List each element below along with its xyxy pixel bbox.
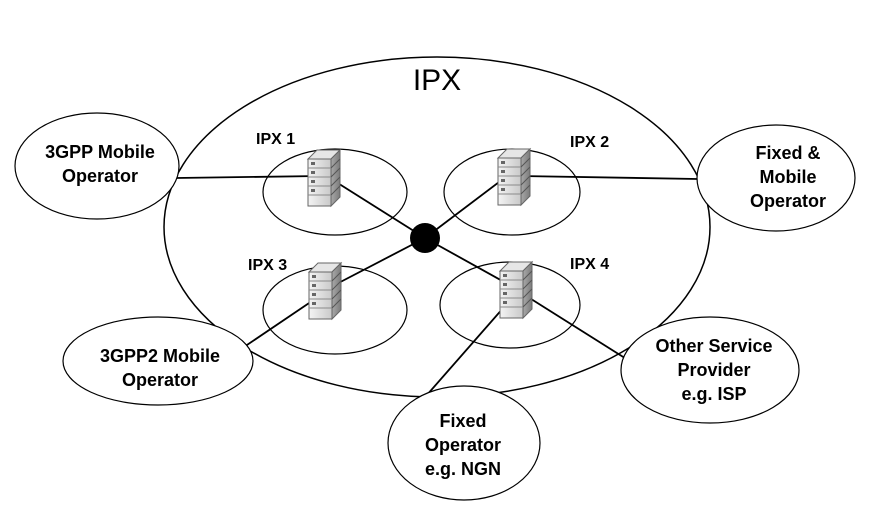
other-provider-label: Other Service Provider e.g. ISP (655, 334, 772, 406)
3gpp2-operator-label: 3GPP2 Mobile Operator (100, 344, 220, 392)
ipx1-label: IPX 1 (256, 131, 296, 148)
ipx4-label: IPX 4 (570, 256, 610, 273)
server-icon-ipx1 (307, 149, 341, 207)
3gpp-operator-line1: 3GPP Mobile (45, 142, 155, 162)
other-provider-line2: Provider (677, 360, 751, 380)
ipx3-label: IPX 3 (248, 257, 288, 274)
3gpp-operator-label: 3GPP Mobile Operator (45, 140, 155, 188)
fixed-operator-label: Fixed Operator e.g. NGN (425, 409, 501, 481)
3gpp2-operator-line2: Operator (121, 370, 199, 390)
link-3gpp2-ipx3 (243, 296, 319, 348)
server-icon-ipx4 (499, 261, 533, 319)
link-ipx2-fixed-mobile (519, 175, 699, 180)
other-provider-line3: e.g. ISP (681, 384, 747, 404)
fixed-mobile-line2: Mobile (759, 167, 817, 187)
ipx1-zone-ellipse (262, 148, 408, 236)
link-ipx4-other (519, 291, 629, 361)
ipx2-label: IPX 2 (570, 134, 610, 151)
other-provider-line1: Other Service (655, 336, 773, 356)
server-icon-ipx3 (308, 262, 342, 320)
fixed-operator-ellipse (387, 385, 541, 501)
fixed-operator-line1: Fixed (439, 411, 487, 431)
link-ipx3-hub (324, 237, 426, 291)
3gpp-operator-line2: Operator (61, 166, 139, 186)
fixed-mobile-line3: Operator (749, 191, 827, 211)
fixed-mobile-operator-label: Fixed & Mobile Operator (750, 141, 826, 213)
ipx-title: IPX (412, 64, 462, 97)
3gpp2-operator-line1: 3GPP2 Mobile (99, 346, 221, 366)
link-ipx1-hub (324, 174, 426, 239)
3gpp-operator-ellipse (14, 112, 180, 220)
hub-node (410, 223, 440, 253)
fixed-mobile-line1: Fixed & (755, 143, 821, 163)
server-icon-ipx2 (497, 148, 531, 206)
other-provider-ellipse (620, 316, 800, 424)
3gpp2-operator-ellipse (62, 316, 254, 406)
fixed-mobile-operator-ellipse (696, 124, 856, 232)
fixed-operator-line3: e.g. NGN (424, 459, 501, 479)
link-3gpp-ipx1 (175, 175, 321, 179)
fixed-operator-line2: Operator (424, 435, 502, 455)
